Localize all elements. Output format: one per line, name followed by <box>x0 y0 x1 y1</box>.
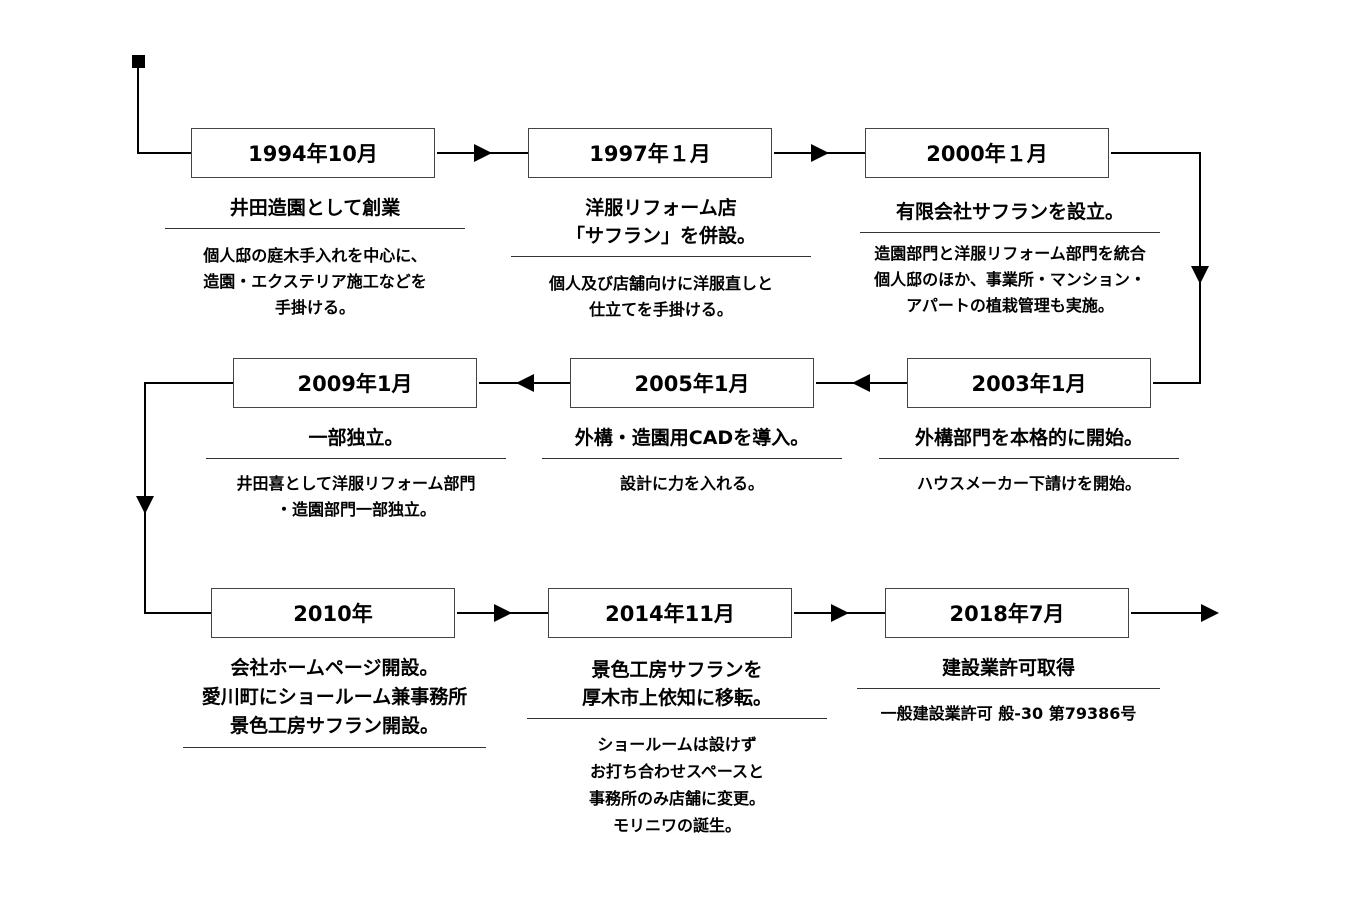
date-box-2009: 2009年1月 <box>233 358 477 408</box>
event-description: ハウスメーカー下請けを開始。 <box>916 474 1141 493</box>
event-2010: 会社ホームページ開設。 愛川町にショールーム兼事務所 景色工房サフラン開設。 <box>183 648 486 748</box>
date-box-1997: 1997年１月 <box>528 128 772 178</box>
date-box-2005: 2005年1月 <box>570 358 814 408</box>
arrow-left-icon <box>852 374 870 392</box>
divider <box>206 458 506 459</box>
arrow-right-icon <box>1201 604 1219 622</box>
date-box-2010: 2010年 <box>211 588 455 638</box>
event-description: 個人及び店舗向けに洋服直しと 仕立てを手掛ける。 <box>548 274 773 319</box>
event-2018: 建設業許可取得 一般建設業許可 般-30 第79386号 <box>857 648 1160 727</box>
event-title: 会社ホームページ開設。 愛川町にショールーム兼事務所 景色工房サフラン開設。 <box>201 657 468 737</box>
arrow-right-icon <box>831 604 849 622</box>
arrow-left-icon <box>516 374 534 392</box>
event-title: 井田造園として創業 <box>229 197 401 219</box>
divider <box>879 458 1179 459</box>
arrow-right-icon <box>494 604 512 622</box>
date-box-2018: 2018年7月 <box>885 588 1129 638</box>
event-title: 外構・造園用CADを導入。 <box>574 427 810 449</box>
divider <box>857 688 1160 689</box>
event-2003: 外構部門を本格的に開始。 ハウスメーカー下請けを開始。 <box>879 418 1179 497</box>
event-title: 有限会社サフランを設立。 <box>895 201 1124 223</box>
event-2014: 景色工房サフランを 厚木市上依知に移転。 ショールームは設けず お打ち合わせスペ… <box>527 650 827 839</box>
event-title: 洋服リフォーム店 「サフラン」を併設。 <box>565 197 756 247</box>
event-title: 外構部門を本格的に開始。 <box>914 427 1143 449</box>
event-description: 設計に力を入れる。 <box>619 474 764 493</box>
divider <box>165 228 465 229</box>
event-2005: 外構・造園用CADを導入。 設計に力を入れる。 <box>542 418 842 497</box>
event-title: 景色工房サフランを 厚木市上依知に移転。 <box>581 659 772 709</box>
event-description: 造園部門と洋服リフォーム部門を統合 個人邸のほか、事業所・マンション・ アパート… <box>874 244 1146 315</box>
date-box-2000: 2000年１月 <box>865 128 1109 178</box>
arrow-right-icon <box>811 144 829 162</box>
event-title: 一部独立。 <box>308 427 404 449</box>
event-1994: 井田造園として創業 個人邸の庭木手入れを中心に、 造園・エクステリア施工などを … <box>165 188 465 321</box>
event-description: 井田喜として洋服リフォーム部門 ・造園部門一部独立。 <box>236 474 476 519</box>
event-2009: 一部独立。 井田喜として洋服リフォーム部門 ・造園部門一部独立。 <box>206 418 506 523</box>
date-box-2014: 2014年11月 <box>548 588 792 638</box>
divider <box>511 256 811 257</box>
arrow-down-icon <box>1191 266 1209 284</box>
event-2000: 有限会社サフランを設立。 造園部門と洋服リフォーム部門を統合 個人邸のほか、事業… <box>860 192 1160 319</box>
arrow-down-icon <box>136 496 154 514</box>
date-box-2003: 2003年1月 <box>907 358 1151 408</box>
event-title: 建設業許可取得 <box>941 657 1075 679</box>
event-description: 一般建設業許可 般-30 第79386号 <box>880 704 1137 723</box>
arrow-right-icon <box>474 144 492 162</box>
event-1997: 洋服リフォーム店 「サフラン」を併設。 個人及び店舗向けに洋服直しと 仕立てを手… <box>511 188 811 323</box>
event-description: ショールームは設けず お打ち合わせスペースと 事務所のみ店舗に変更。 モリニワの… <box>588 735 765 835</box>
timeline-start-marker <box>132 55 145 68</box>
date-box-1994: 1994年10月 <box>191 128 435 178</box>
divider <box>542 458 842 459</box>
divider <box>860 232 1160 233</box>
divider <box>183 747 486 748</box>
event-description: 個人邸の庭木手入れを中心に、 造園・エクステリア施工などを 手掛ける。 <box>203 246 427 317</box>
divider <box>527 718 827 719</box>
